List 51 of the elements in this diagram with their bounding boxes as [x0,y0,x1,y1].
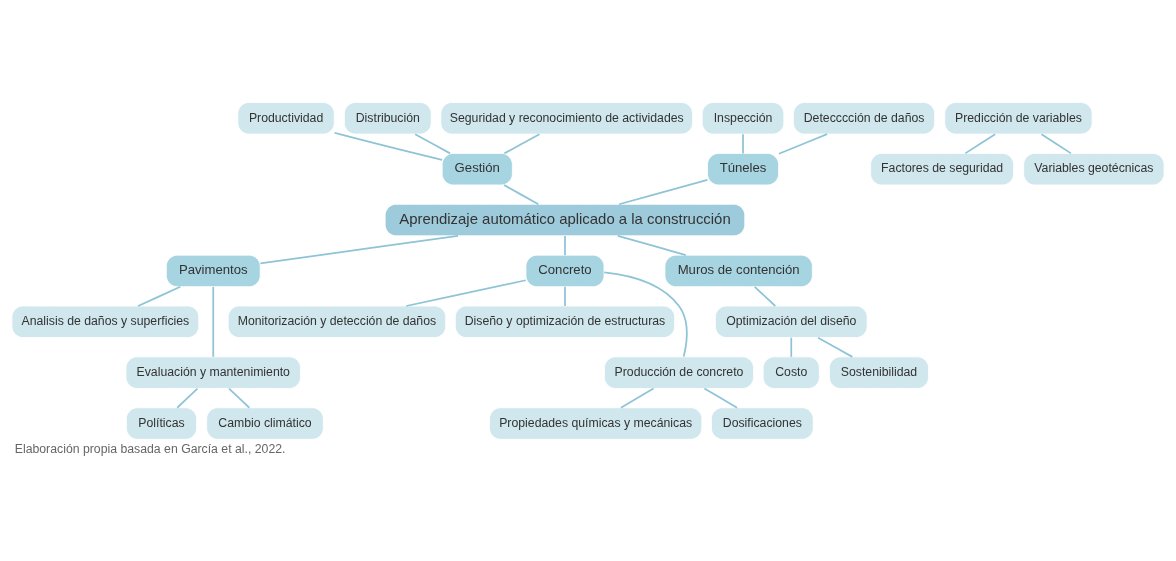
connector [564,285,566,307]
connector [742,132,744,154]
connector [405,278,527,307]
connector [616,234,687,256]
connector [964,132,996,154]
connector [414,132,451,154]
node-box: Propiedades químicas y mecánicas [489,406,703,440]
connector [503,132,541,154]
node-box: Diseño y optimización de estructuras [454,305,676,338]
node-box: Inspección [701,101,785,134]
connector [790,336,793,358]
node-box: Predicción de variables [944,101,1093,134]
connector [1040,132,1072,154]
node-box: Pavimentos [165,254,261,287]
connector [228,387,251,409]
node-box: Sostenibilidad [828,355,929,389]
node-box: Analisis de daños y superficies [11,305,200,338]
node-box: Cambio climático [206,406,324,440]
node-box: Factores de seguridad [870,152,1015,185]
node-box: Distribución [343,101,432,134]
connector [603,270,688,357]
node-box: Costo [762,355,820,389]
connector [333,131,443,161]
connector [212,285,215,358]
connector [137,285,182,307]
node-box: Evaluación y mantenimiento [125,355,301,389]
node-box: Optimización del diseño [714,305,868,338]
node-box: Túneles [707,152,779,185]
node-box: Dosificaciones [711,406,814,440]
connector [503,183,540,205]
connector [564,234,566,256]
node-box: Muros de contención [664,254,813,287]
connector [778,132,828,155]
connector [618,178,709,205]
connector [620,387,655,409]
connector [259,234,459,264]
caption: Elaboración propia basada en García et al., 2022. [14,441,286,456]
node-box: Seguridad y reconocimiento de actividades [440,101,694,134]
node-box: Variables geotécnicas [1023,152,1165,185]
connector [703,387,738,409]
node-box: Políticas [126,406,198,440]
node-box: Gestión [441,152,513,185]
connector [753,285,777,307]
node-box: Producción de concreto [604,355,754,389]
node-box: Concreto [525,254,605,287]
node-box: Detecccción de daños [793,101,936,134]
node-box: Monitorización y detección de daños [227,305,447,338]
node-box: Productividad [237,101,335,134]
connector [817,336,854,358]
connector [176,387,199,409]
node-box: Aprendizaje automático aplicado a la construcción [384,203,746,236]
